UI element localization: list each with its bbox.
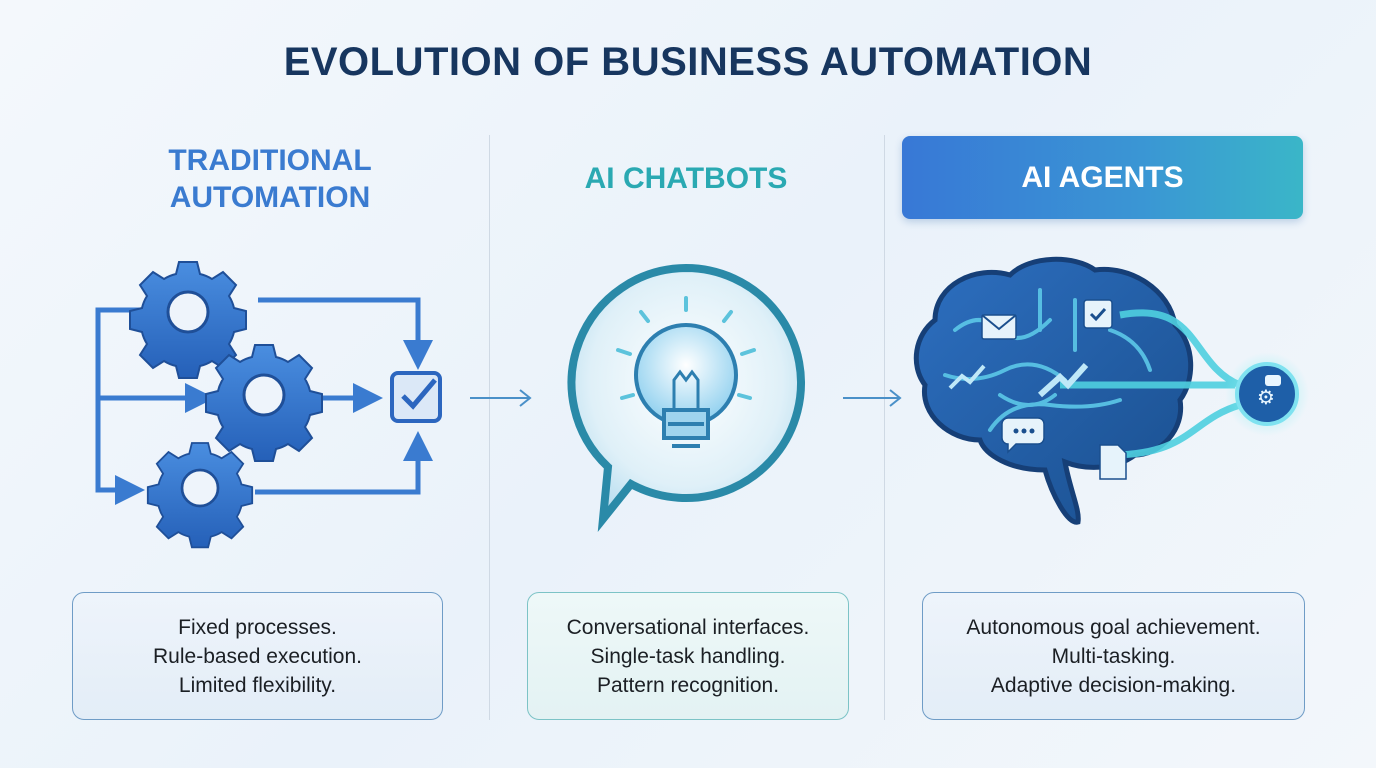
heading-line: AUTOMATION xyxy=(169,181,371,214)
description-line: Rule-based execution. xyxy=(153,644,362,668)
svg-text:⚙: ⚙ xyxy=(1257,385,1275,409)
description-line: Fixed processes. xyxy=(178,615,337,639)
description-line: Multi-tasking. xyxy=(1051,644,1176,668)
heading-line: TRADITIONAL xyxy=(168,144,372,177)
heading-ai-chatbots: AI CHATBOTS xyxy=(584,162,788,195)
column-divider xyxy=(884,135,885,720)
description-line: Autonomous goal achievement. xyxy=(966,615,1261,639)
description-line: Single-task handling. xyxy=(590,644,786,668)
description-line: Adaptive decision-making. xyxy=(990,673,1237,697)
description-line: Conversational interfaces. xyxy=(566,615,810,639)
description-line: Limited flexibility. xyxy=(178,673,337,697)
description-box-chatbots: Conversational interfaces. Single-task h… xyxy=(527,592,849,720)
column-divider xyxy=(489,135,490,720)
heading-ai-agents: AI AGENTS xyxy=(902,136,1303,219)
description-box-agents: Autonomous goal achievement. Multi-taski… xyxy=(922,592,1305,720)
description-box-traditional: Fixed processes. Rule-based execution. L… xyxy=(72,592,443,720)
heading-traditional-automation: TRADITIONAL AUTOMATION xyxy=(120,142,420,216)
page-title: EVOLUTION OF BUSINESS AUTOMATION xyxy=(283,40,1093,84)
description-line: Pattern recognition. xyxy=(596,673,780,697)
